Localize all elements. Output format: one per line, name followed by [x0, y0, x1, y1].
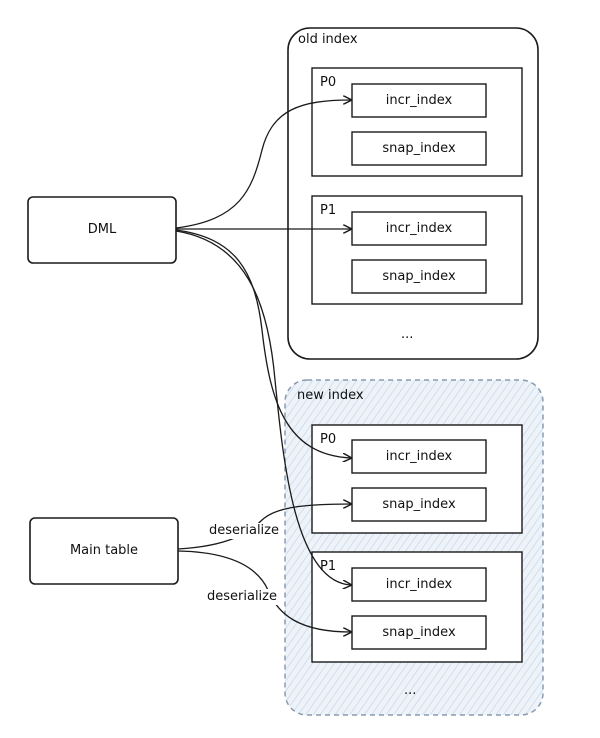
old-p0-snap-box	[351, 131, 487, 166]
old-p1-incr-label: incr_index	[385, 221, 453, 236]
edge-label-deserialize-2: deserialize	[206, 589, 278, 605]
new-p0-incr-box	[351, 439, 487, 474]
edge-dml-new-p1-incr	[175, 230, 351, 585]
old-p1-incr-box	[351, 211, 487, 246]
main-table-node-label: Main table	[69, 543, 139, 558]
new-p0-label: P0	[320, 432, 337, 447]
dml-node-label: DML	[87, 222, 117, 237]
edge-dml-old-p0-incr	[175, 100, 351, 229]
edge-dml-new-p0-incr	[175, 229, 351, 458]
new-p1-incr-label: incr_index	[385, 577, 453, 592]
new-p0-snap-box	[351, 487, 487, 522]
edge-label-deserialize-1: deserialize	[208, 523, 280, 539]
old-p1-label: P1	[320, 203, 337, 218]
old-index-title: old index	[298, 32, 358, 47]
old-p1-snap-label: snap_index	[382, 269, 456, 284]
new-index-more: ...	[404, 683, 417, 698]
old-p0-snap-label: snap_index	[382, 141, 456, 156]
old-p0-incr-label: incr_index	[385, 93, 453, 108]
new-p1-label: P1	[320, 559, 337, 574]
new-p0-incr-label: incr_index	[385, 449, 453, 464]
new-p1-snap-label: snap_index	[382, 625, 456, 640]
new-index-title: new index	[297, 388, 364, 403]
old-p0-label: P0	[320, 75, 337, 90]
new-p1-incr-box	[351, 567, 487, 602]
old-p1-snap-box	[351, 259, 487, 294]
edge-main-new-p0-snap	[177, 504, 351, 550]
old-index-more: ...	[401, 327, 414, 342]
new-p0-snap-label: snap_index	[382, 497, 456, 512]
old-p0-incr-box	[351, 83, 487, 118]
new-p1-snap-box	[351, 615, 487, 650]
